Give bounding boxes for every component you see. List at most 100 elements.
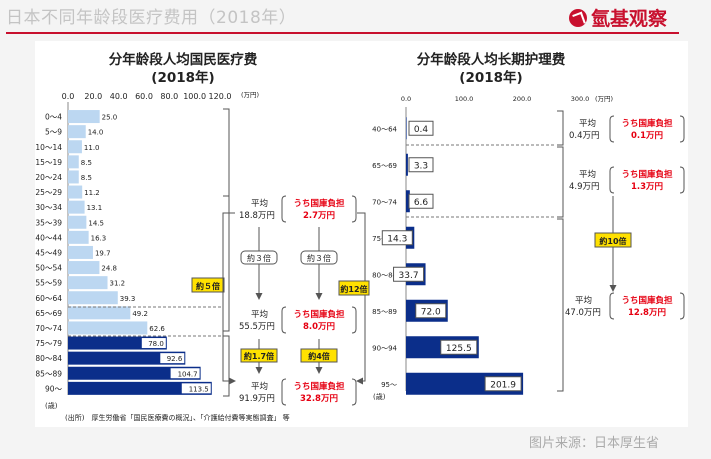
left-ratio-box-4 xyxy=(300,348,338,363)
left-category-label: 5～9 xyxy=(45,128,62,137)
right-value-label: 6.6 xyxy=(414,198,429,208)
header-divider xyxy=(6,32,679,34)
left-national-burden-3-label: うち国庫負担 xyxy=(293,381,345,392)
left-national-burden-2-bracket-left xyxy=(281,306,287,334)
left-national-burden-3-value: 32.8万円 xyxy=(300,394,338,404)
left-category-label: 75～79 xyxy=(35,339,62,348)
right-chart-title: 分年龄段人均长期护理费 xyxy=(417,51,566,68)
left-category-label: 45～49 xyxy=(35,248,62,257)
right-value-box xyxy=(484,376,522,392)
brand-logo: 氫基观察 xyxy=(568,4,667,31)
right-category-label: 40～64 xyxy=(372,125,397,133)
left-x-tick-label: 120.0 xyxy=(209,92,232,101)
left-ratio-box-3a xyxy=(240,250,278,265)
left-x-tick-label: 40.0 xyxy=(110,92,128,101)
left-national-burden-2-label: うち国庫負担 xyxy=(293,309,345,320)
left-bar xyxy=(68,155,79,169)
right-x-tick-label: 0.0 xyxy=(401,95,411,103)
left-x-tick-label: 60.0 xyxy=(135,92,153,101)
left-value-label: 19.7 xyxy=(95,249,111,257)
right-national-burden-1-bracket-left xyxy=(609,115,615,143)
left-category-label: 20～24 xyxy=(35,173,62,182)
right-x-tick-label: 100.0 xyxy=(455,95,474,103)
left-value-label: 31.2 xyxy=(110,280,126,288)
left-category-label: 85～89 xyxy=(35,369,62,378)
right-value-box xyxy=(408,193,434,209)
right-ratio-10: 約10倍 xyxy=(599,236,626,246)
right-value-box xyxy=(381,230,413,246)
right-value-label: 72.0 xyxy=(421,307,441,317)
right-national-burden-2-label: うち国庫負担 xyxy=(621,169,673,180)
left-bar xyxy=(68,200,85,214)
left-value-label: 11.0 xyxy=(84,144,100,152)
left-value-label: 78.0 xyxy=(148,340,164,348)
left-bar xyxy=(68,276,108,290)
left-bracket-group2 xyxy=(223,195,230,332)
left-value-label: 13.1 xyxy=(87,204,103,212)
left-connector-nat-1-3 xyxy=(356,212,366,385)
left-category-label: 0～4 xyxy=(45,113,62,122)
left-value-box xyxy=(160,353,185,364)
left-bar xyxy=(68,261,100,275)
left-avg-3-value: 91.9万円 xyxy=(239,394,275,404)
left-bar xyxy=(68,170,79,184)
right-national-burden-3-label: うち国庫負担 xyxy=(621,295,673,306)
left-avg-1-value: 18.8万円 xyxy=(239,211,275,221)
right-national-burden-2-bracket-right xyxy=(679,166,685,194)
left-x-tick-label: 20.0 xyxy=(84,92,102,101)
right-national-burden-1-label: うち国庫負担 xyxy=(621,118,673,129)
left-value-label: 113.5 xyxy=(189,385,209,393)
left-unit-label: (万円) xyxy=(241,91,259,99)
right-bracket-group3 xyxy=(557,218,564,392)
right-bracket-group2 xyxy=(557,146,564,218)
left-category-label: 35～39 xyxy=(35,218,62,227)
left-bar xyxy=(68,321,148,335)
right-value-label: 201.9 xyxy=(490,380,516,390)
left-value-label: 14.5 xyxy=(88,219,104,227)
left-category-label: 55～59 xyxy=(35,279,62,288)
left-avg-1-label: 平均 xyxy=(251,198,268,209)
right-x-tick-label: 300.0 xyxy=(571,95,590,103)
right-category-label: 90～94 xyxy=(372,344,397,352)
left-chart-subtitle: (2018年) xyxy=(151,69,214,86)
left-category-label: 65～69 xyxy=(35,309,62,318)
left-ratio-3b: 約３倍 xyxy=(307,253,331,263)
left-ratio-box-5 xyxy=(191,277,225,293)
left-bar xyxy=(68,140,82,154)
right-bar xyxy=(406,117,407,140)
left-value-label: 11.2 xyxy=(84,189,100,197)
left-national-burden-1-bracket-left xyxy=(281,195,287,223)
left-value-label: 49.2 xyxy=(132,310,148,318)
left-ratio-box-3b xyxy=(300,250,338,265)
right-value-box xyxy=(415,303,447,319)
left-bar xyxy=(68,291,118,305)
right-national-burden-3-value: 12.8万円 xyxy=(628,308,666,318)
left-bar xyxy=(68,366,201,380)
left-ratio-12: 約12倍 xyxy=(340,284,367,294)
left-value-box xyxy=(170,368,200,379)
right-national-burden-3-bracket-left xyxy=(609,292,615,320)
left-value-label: 14.0 xyxy=(88,129,104,137)
left-value-label: 104.7 xyxy=(178,370,198,378)
right-bracket-group1 xyxy=(557,110,564,146)
right-avg-3-label: 平均 xyxy=(575,295,592,306)
right-avg-2-label: 平均 xyxy=(579,169,596,180)
left-x-tick-label: 0.0 xyxy=(62,92,75,101)
left-value-label: 62.6 xyxy=(149,325,165,333)
left-age-axis-label: (歳) xyxy=(45,401,58,410)
left-x-tick-label: 100.0 xyxy=(183,92,206,101)
right-avg-3-value: 47.0万円 xyxy=(565,308,601,318)
left-bracket-group3 xyxy=(223,335,230,397)
left-category-label: 40～44 xyxy=(35,233,62,242)
left-ratio-box-12 xyxy=(338,280,370,296)
left-national-burden-1-bracket-right xyxy=(351,195,357,223)
left-value-box xyxy=(141,338,166,349)
right-avg-1-label: 平均 xyxy=(579,118,596,129)
right-value-box xyxy=(393,266,425,282)
right-bar xyxy=(406,153,408,176)
left-bar xyxy=(68,245,93,259)
right-chart-subtitle: (2018年) xyxy=(459,69,522,86)
right-value-label: 33.7 xyxy=(399,271,419,281)
